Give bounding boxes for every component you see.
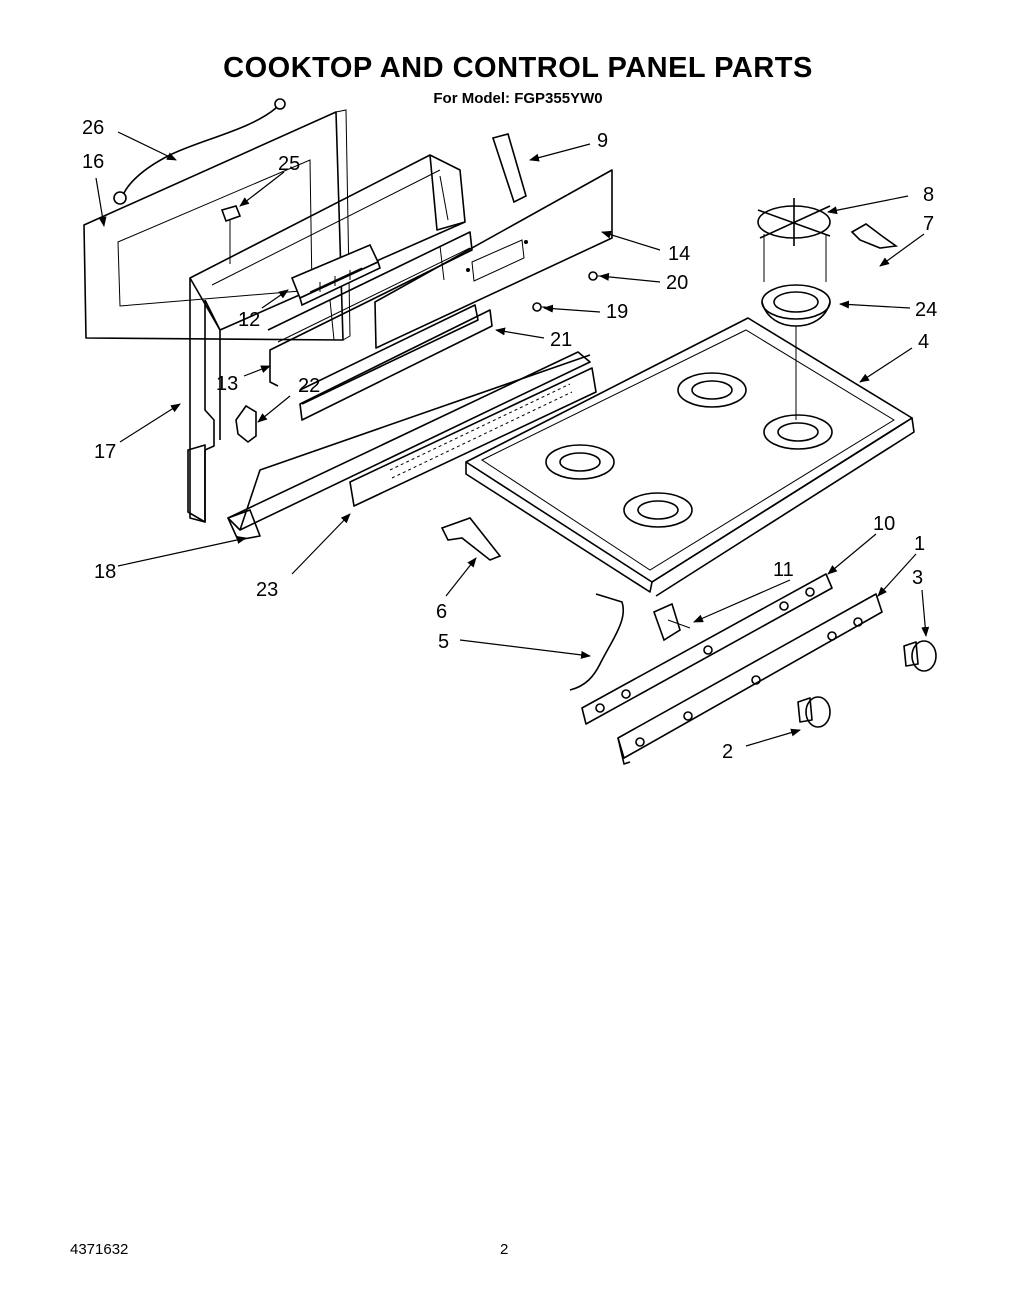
callout-2: 2 xyxy=(722,741,733,763)
callout-19: 19 xyxy=(606,301,628,323)
part-26-ground-wire xyxy=(113,98,286,205)
callout-8: 8 xyxy=(923,184,934,206)
callout-24: 24 xyxy=(915,299,937,321)
part-17-backguard-housing xyxy=(187,154,466,523)
page-title: COOKTOP AND CONTROL PANEL PARTS xyxy=(223,52,813,84)
part-21-trim-strip xyxy=(299,304,493,421)
part-8-burner-grate xyxy=(757,198,831,282)
part-2-knob xyxy=(797,696,831,728)
part-6-hinge-bracket xyxy=(440,517,502,561)
part-23-rail xyxy=(349,367,597,507)
model-subtitle: For Model: FGP355YW0 xyxy=(433,90,603,107)
callout-4: 4 xyxy=(918,331,929,353)
part-13-bracket xyxy=(267,231,473,387)
part-16-backguard-glass xyxy=(83,109,351,341)
part-4-cooktop xyxy=(465,317,915,597)
callout-20: 20 xyxy=(666,272,688,294)
part-3-knob xyxy=(903,640,937,672)
callout-3: 3 xyxy=(912,567,923,589)
leader-lines xyxy=(95,131,930,747)
callout-14: 14 xyxy=(668,243,690,265)
callout-12: 12 xyxy=(238,309,260,331)
part-10-control-bracket xyxy=(581,573,833,725)
callout-25: 25 xyxy=(278,153,300,175)
callout-17: 17 xyxy=(94,441,116,463)
callout-22: 22 xyxy=(298,375,320,397)
part-18-manifold-panel xyxy=(227,351,591,541)
callout-16: 16 xyxy=(82,151,104,173)
part-12-clock-timer xyxy=(290,243,381,307)
part-22-latch xyxy=(235,404,257,444)
callout-18: 18 xyxy=(94,561,116,583)
document-number: 4371632 xyxy=(70,1241,129,1258)
page-number: 2 xyxy=(500,1241,509,1258)
part-19-screw xyxy=(532,302,546,312)
part-5-tube xyxy=(569,593,625,691)
part-1-manifold-rail xyxy=(617,593,883,765)
callout-26: 26 xyxy=(82,117,104,139)
callout-11: 11 xyxy=(773,559,794,581)
callout-7: 7 xyxy=(923,213,934,235)
callout-21: 21 xyxy=(550,329,572,351)
part-14-control-panel xyxy=(374,169,613,349)
callout-5: 5 xyxy=(438,631,449,653)
part-7-clip xyxy=(850,223,899,249)
part-11-valve xyxy=(652,602,691,642)
callout-13: 13 xyxy=(216,373,238,395)
callout-6: 6 xyxy=(436,601,447,623)
part-25-clip xyxy=(220,205,242,264)
callout-labels: 26 16 25 9 8 7 14 20 19 24 21 4 12 13 22… xyxy=(82,117,937,763)
part-9-bracket xyxy=(491,133,527,204)
callout-10: 10 xyxy=(873,513,895,535)
callout-9: 9 xyxy=(597,130,608,152)
part-24-burner-bowl xyxy=(761,284,831,420)
callout-1: 1 xyxy=(914,533,925,555)
callout-23: 23 xyxy=(256,579,278,601)
